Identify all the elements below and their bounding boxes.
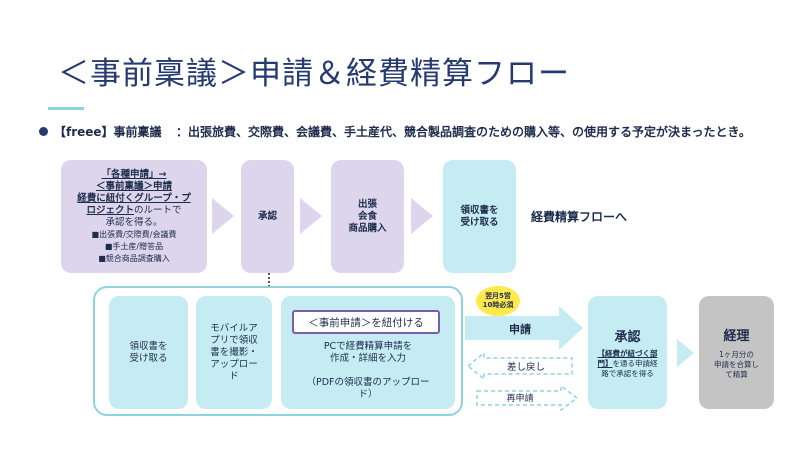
reapply-arrow-icon [476,384,579,412]
apply-line3: 経費に紐付くグループ・プロジェクト [77,192,191,216]
arrow-right-icon [411,198,433,234]
pdf-line2: ド） [358,389,378,400]
return-arrow-label: 差し戻し [506,362,545,373]
apply-item-1: ■出張費/交際費/会議費 [91,229,177,239]
mobile-app-box: モバイルア プリで領収 書を撮影・ アップロー ド [196,296,272,409]
accounting-line2: 申請を合算し [714,360,759,369]
receipt-box-top: 領収書を 受け取る [443,160,516,273]
receipt-bottom-line1: 領収書を [129,340,168,352]
receipt-box-bottom: 領収書を 受け取る [109,296,188,409]
action-line2: 会食 [357,210,377,222]
approve-box: 承認 [241,160,294,273]
approve-label: 承認 [257,210,277,222]
receipt-top-line2: 受け取る [460,216,499,228]
deadline-line1: 翌月5営 [485,292,511,300]
accounting-line1: 1ヶ月分の [719,350,754,359]
bullet-dot [39,127,48,136]
page-title: ＜事前稟議＞申請＆経費精算フロー [58,56,570,92]
return-arrow-icon [466,351,573,381]
approval-text: を通る申請経路で承認を得る [601,359,658,378]
approval-title: 承認 [614,330,641,345]
apply-arrow-icon [465,306,583,350]
apply-box: 「各種申請」→ ＜事前稟議＞申請 経費に紐付くグループ・プロジェクトのルートで … [61,160,207,273]
deadline-badge: 翌月5営 10時必須 [476,286,520,316]
apply-arrow-label: 申請 [509,323,531,336]
action-line3: 商品購入 [348,222,387,234]
receipt-bottom-line2: 受け取る [129,352,168,364]
apply-line1: 「各種申請」→ [101,168,167,180]
bullet-label: 【freee】事前稟議 [54,125,162,139]
title-underline [48,107,84,110]
approval-box: 承認 【経費が紐づく部門】を通る申請経路で承認を得る [588,296,667,409]
action-line1: 出張 [357,198,377,210]
arrow-right-icon [677,339,694,367]
apply-item-3: ■競合商品調査購入 [98,253,170,263]
approval-dept: 【経費が紐づく部門】 [597,349,658,368]
mobile-line5: ド [229,370,239,382]
dotted-connector [268,273,270,287]
deadline-line2: 10時必須 [482,301,514,309]
accounting-line3: て精算 [725,370,748,379]
mobile-line1: モバイルア [210,322,258,334]
arrow-right-icon [300,198,322,234]
receipt-top-line1: 領収書を [460,204,499,216]
mobile-line4: アップロー [210,358,258,370]
apply-line3b: のルートで [134,204,182,216]
bullet-text: ：出張旅費、交際費、会議費、手土産代、競合製品調査のための購入等、の使用する予定… [176,125,751,139]
apply-item-2: ■手土産/贈答品 [104,241,164,251]
mobile-line3: 書を撮影・ [210,346,258,358]
accounting-title: 経理 [723,329,750,344]
pc-line1: PCで経費精算申請を [323,341,413,352]
mobile-line2: プリで領収 [210,334,258,346]
apply-line4: 承認を得る。 [105,216,163,228]
apply-line2: ＜事前稟議＞申請 [95,180,172,192]
next-flow-label: 経費精算フローへ [531,210,628,224]
action-box: 出張 会食 商品購入 [331,160,404,273]
arrow-right-icon [212,198,234,234]
link-prior-request-button[interactable]: ＜事前申請＞を紐付ける [292,310,440,334]
pdf-line1: （PDFの領収書のアップロー [306,377,430,388]
accounting-box: 経理 1ヶ月分の 申請を合算し て精算 [699,296,774,409]
reapply-arrow-label: 再申請 [506,394,534,404]
pc-line2: 作成・詳細を入力 [329,353,406,364]
